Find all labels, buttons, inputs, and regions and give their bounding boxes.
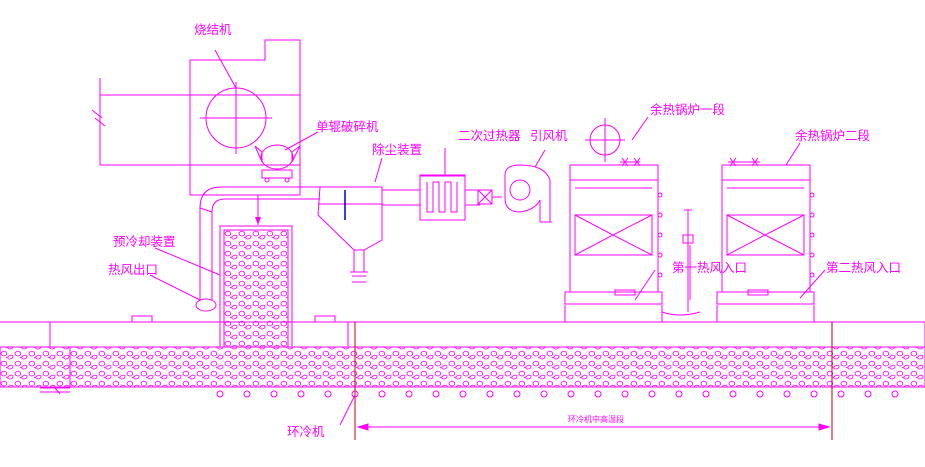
leader-ring-cooler	[339, 394, 356, 426]
section-dimension	[354, 322, 833, 440]
secondary-superheater	[419, 148, 466, 221]
hot-air-duct	[195, 186, 320, 312]
label-induced-draft-fan: 引风机	[530, 128, 568, 143]
label-dust-removal: 除尘装置	[372, 142, 422, 157]
induced-draft-fan	[477, 149, 552, 223]
label-sinter-machine: 烧结机	[194, 22, 232, 37]
label-secondary-superheater: 二次过热器	[458, 128, 521, 143]
roller-row	[216, 390, 899, 398]
leader-hot-air-outlet	[149, 274, 201, 301]
ring-cooler	[0, 315, 925, 388]
waste-heat-boiler-2	[716, 142, 815, 322]
dust-removal-unit	[317, 157, 383, 283]
leader-first-inlet	[634, 269, 656, 301]
waste-heat-boiler-1	[564, 116, 701, 322]
leader-second-inlet	[799, 269, 826, 299]
label-single-roll-crusher: 单辊破碎机	[316, 119, 379, 134]
label-first-hot-air-inlet: 第一热风入口	[672, 260, 747, 275]
label-waste-heat-boiler-1: 余热锅炉一段	[650, 102, 725, 117]
label-ring-cooler: 环冷机	[287, 424, 325, 439]
label-second-hot-air-inlet: 第二热风入口	[826, 260, 901, 275]
label-waste-heat-boiler-2: 余热锅炉二段	[795, 128, 870, 143]
label-precooling-device: 预冷却装置	[113, 234, 176, 249]
label-ring-cooler-section: 环冷机中高温段	[568, 414, 624, 424]
vertical-pipe	[682, 209, 694, 312]
outlet-chute	[40, 387, 70, 395]
sinter-machine	[91, 39, 301, 196]
label-hot-air-outlet: 热风出口	[108, 262, 158, 277]
single-roll-crusher	[254, 131, 319, 183]
leader-precooler	[154, 247, 221, 276]
